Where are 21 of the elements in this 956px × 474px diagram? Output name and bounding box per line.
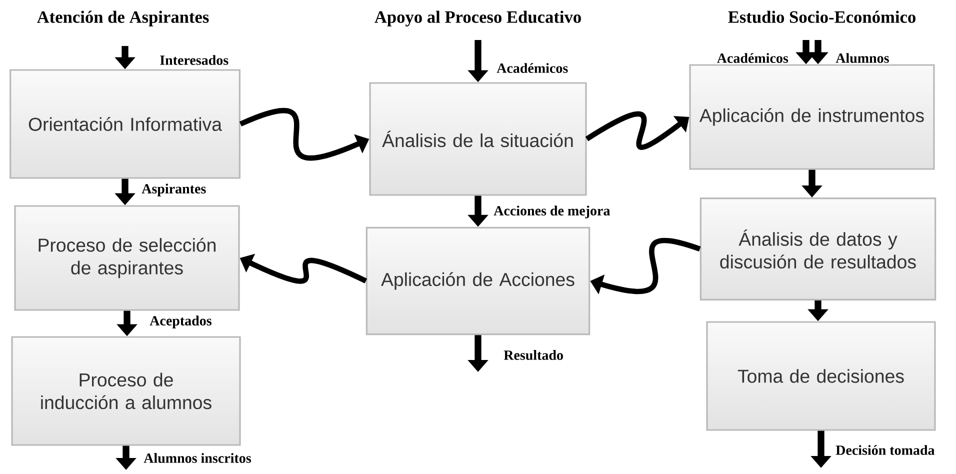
edge-label: Acciones de mejora — [492, 204, 612, 220]
edge-label: Académicos — [716, 52, 790, 64]
edge-label: Aspirantes — [140, 182, 208, 198]
edge-label: Académicos — [495, 62, 570, 74]
process-box: Aplicación de Acciones — [366, 226, 590, 336]
process-box: Toma de decisiones — [706, 321, 936, 431]
process-box: Ánalisis de la situación — [369, 82, 587, 196]
process-box: Orientación Informativa — [10, 69, 240, 179]
process-box: Aplicación de instrumentos — [689, 64, 935, 170]
edge-label: Aceptados — [148, 314, 214, 330]
edge-label: Decisión tomada — [834, 444, 936, 456]
edge-label: Interesados — [158, 54, 230, 66]
edge-label: Alumnos inscritos — [142, 452, 253, 464]
process-box: Proceso de inducción a alumnos — [11, 336, 241, 446]
heading: Atención de Aspirantes — [37, 10, 209, 26]
edge-label: Alumnos — [834, 52, 891, 64]
edge-label: Resultado — [502, 348, 565, 362]
heading: Estudio Socio-Económico — [728, 10, 916, 23]
process-box: Proceso de selección de aspirantes — [14, 205, 240, 311]
heading: Apoyo al Proceso Educativo — [374, 10, 581, 26]
process-box: Ánalisis de datos y discusión de resultados — [700, 198, 936, 300]
